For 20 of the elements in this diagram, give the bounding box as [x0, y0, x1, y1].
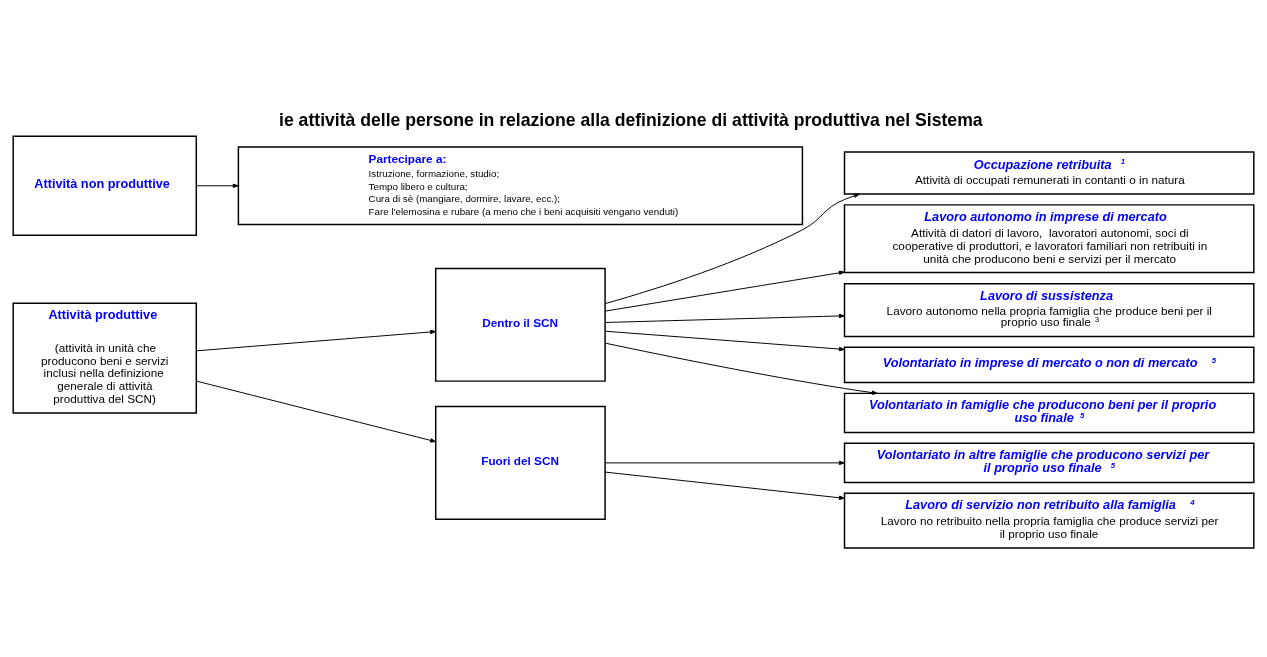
node-box: Dentro il SCN [434, 267, 606, 382]
arrow [604, 330, 845, 352]
arrow [604, 193, 860, 305]
arrow [604, 471, 845, 500]
arrow [196, 183, 239, 188]
arrow [196, 380, 437, 443]
node-box: Lavoro autonomo in imprese di mercato Attività di datori di lavoro, lavoratori autonomi, soci di cooperative di produttori, e lavoratori familiari non retribuiti in unità che producono beni e servizi per il mercato [843, 204, 1255, 274]
arrow [604, 342, 878, 395]
diagram-title: ie attività delle persone in relazione alla definizione di attività produttiva nel Sistema [279, 109, 983, 130]
node-box: Fuori del SCN [434, 405, 606, 520]
node-box: Attività produttive (attività in unità che producono beni e servizi inclusi nella definizione generale di attività produttiva del SCN) [12, 302, 198, 414]
node-box: Partecipare a: Istruzione, formazione, studio; Tempo libero e cultura; Cura di sè (mangiare, dormire, lavare, ecc.); Fare l'elemosina e rubare (a meno che i beni acquisiti vengano venduti) [237, 146, 804, 226]
node-box: Lavoro di sussistenza Lavoro autonomo nella propria famiglia che produce beni per il proprio uso finale $^{3}$ [843, 282, 1255, 338]
node-box: Occupazione retribuita $^{1}$ Attività di occupati remunerati in contanti o in natura [843, 151, 1255, 195]
arrow [604, 270, 845, 312]
node-box: Attività non produttive [12, 135, 198, 236]
arrow [604, 313, 845, 323]
arrow [604, 460, 845, 466]
arrow [196, 329, 437, 352]
node-box: Volontariato in altre famiglie che producono servizi per il proprio uso finale $^{5}$ [843, 442, 1255, 484]
